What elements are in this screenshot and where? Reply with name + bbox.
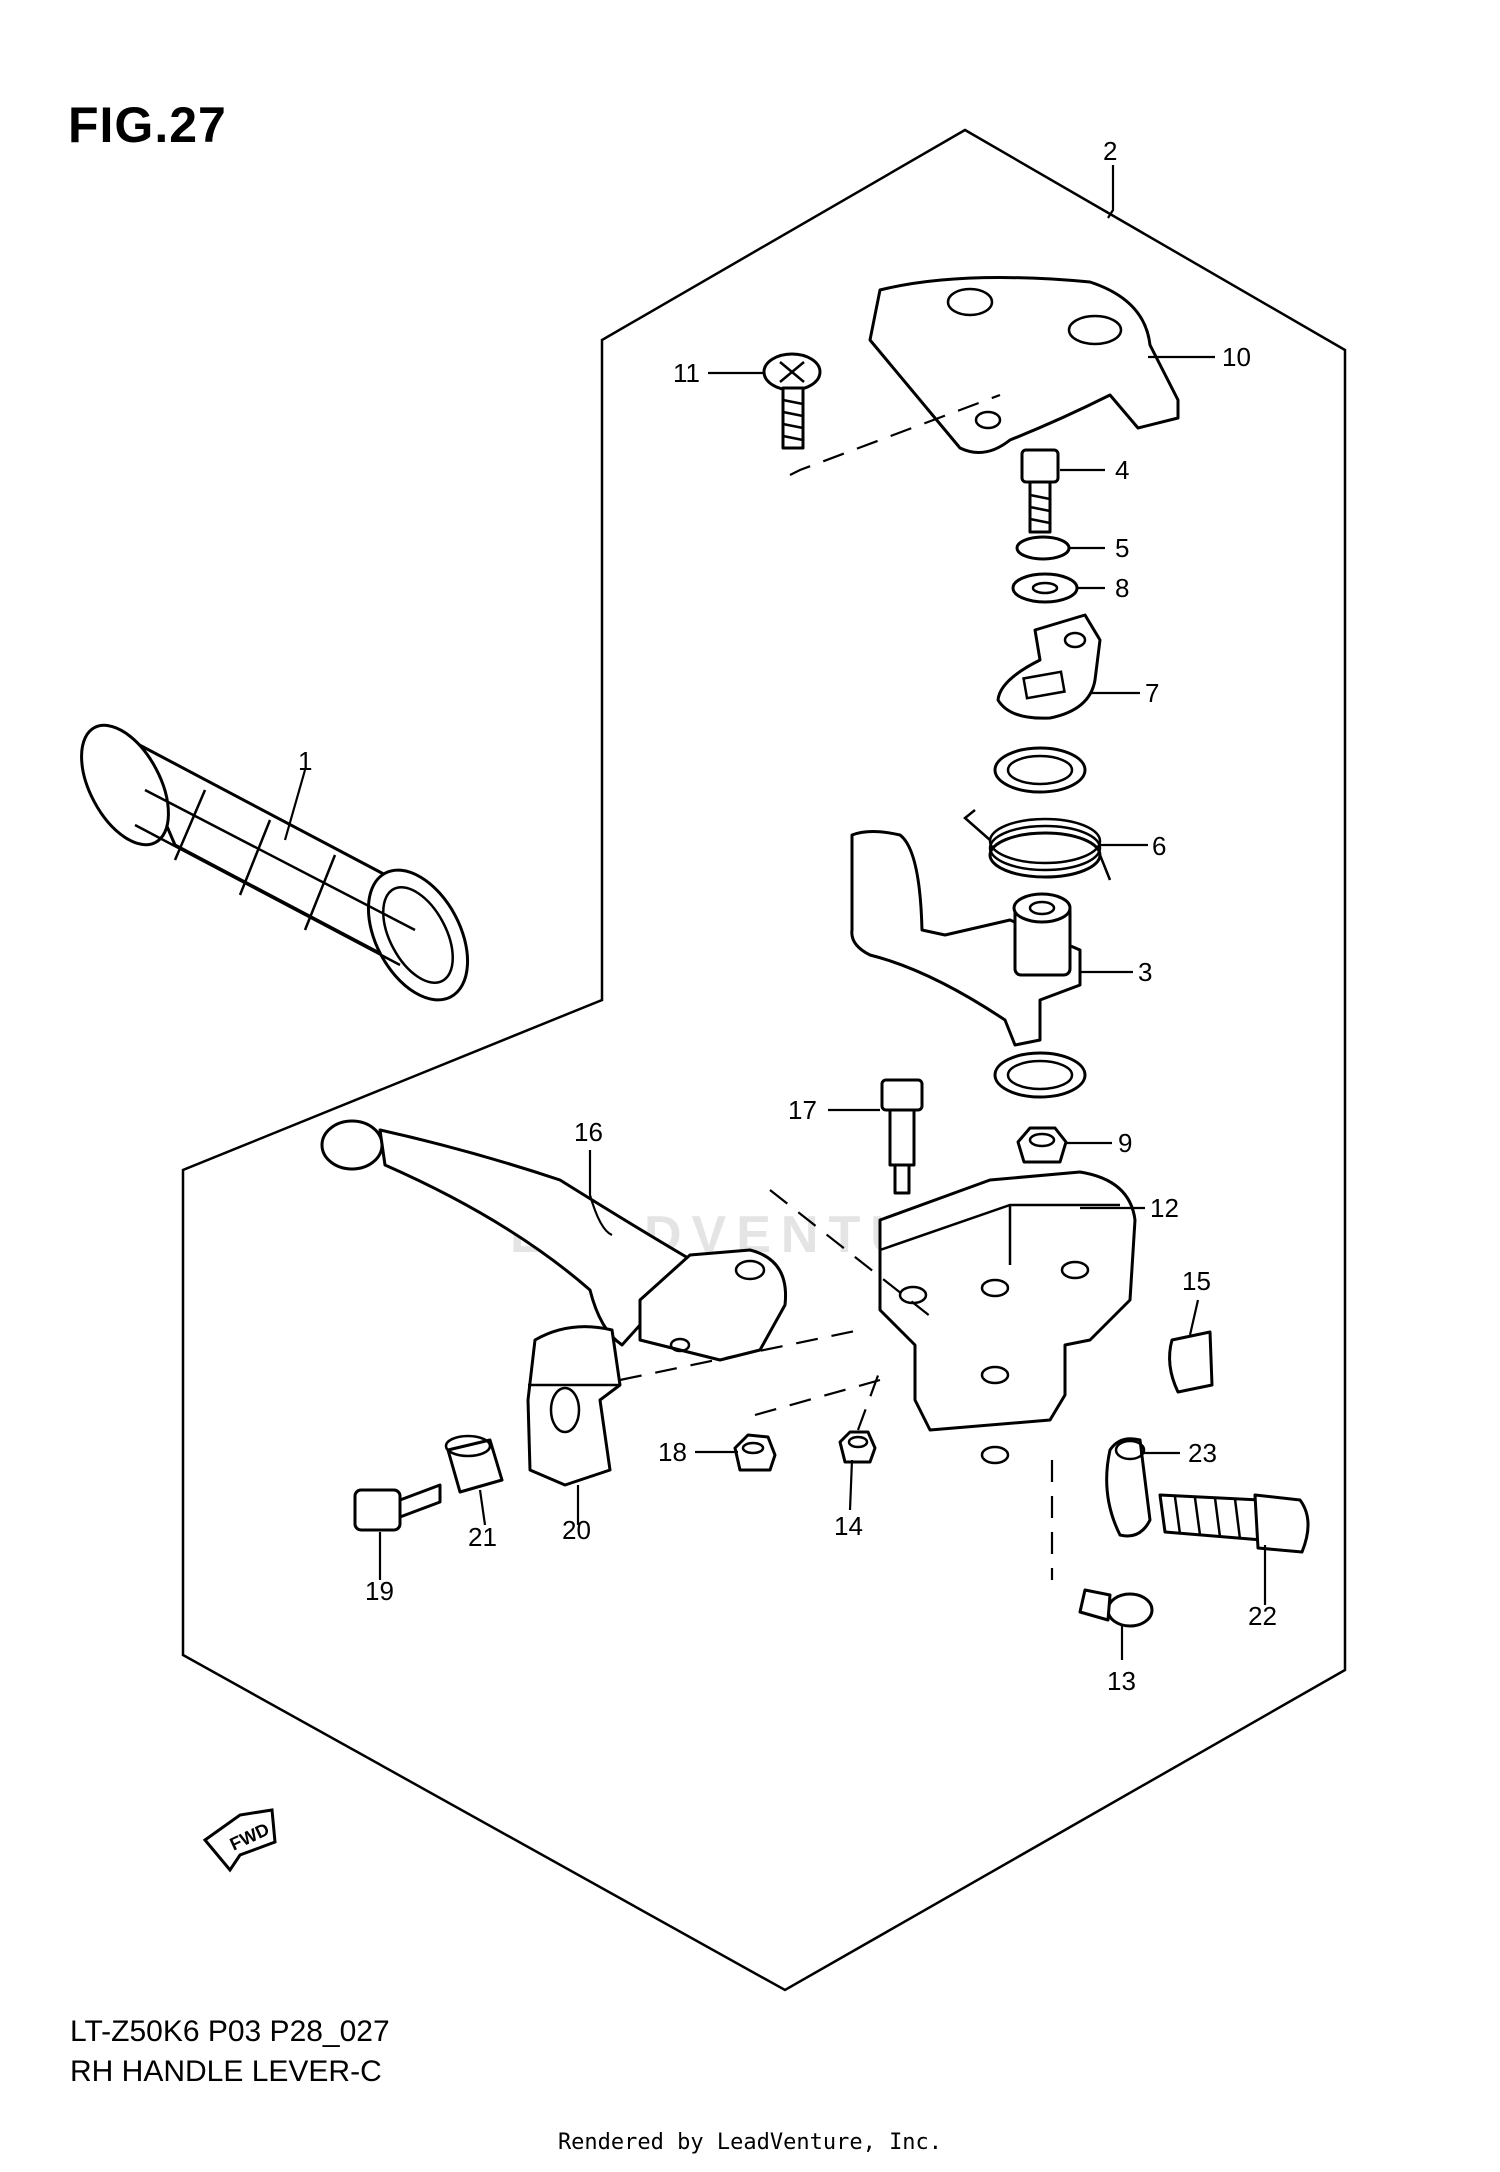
clip-part-15 bbox=[1168, 1330, 1214, 1394]
assembly-line-14 bbox=[856, 1369, 882, 1431]
assembly-boundary bbox=[181, 128, 1347, 1992]
callout-14: 14 bbox=[834, 1511, 863, 1541]
nut-part-9 bbox=[1016, 1126, 1068, 1164]
callout-12: 12 bbox=[1150, 1193, 1179, 1223]
housing-cover-part-10 bbox=[868, 276, 1180, 454]
assembly-line-11 bbox=[789, 393, 1001, 476]
leader-15 bbox=[1188, 1299, 1200, 1336]
callout-16: 16 bbox=[574, 1117, 603, 1147]
screw-part-19 bbox=[353, 1483, 442, 1532]
figure-title: FIG.27 bbox=[68, 97, 227, 153]
callout-17: 17 bbox=[788, 1095, 817, 1125]
bolt-part-17 bbox=[880, 1078, 924, 1195]
leader-16 bbox=[588, 1150, 613, 1237]
footer-model-code: LT-Z50K6 P03 P28_027 bbox=[70, 2015, 390, 2048]
screw-part-13 bbox=[1078, 1588, 1154, 1628]
fwd-arrow: FWD bbox=[202, 1808, 277, 1873]
callout-23: 23 bbox=[1188, 1438, 1217, 1468]
washer-part-8 bbox=[1011, 572, 1079, 604]
adjuster-nut-part-23 bbox=[1105, 1437, 1152, 1538]
collar-upper bbox=[993, 746, 1087, 794]
callout-9: 9 bbox=[1118, 1128, 1132, 1158]
leader-21 bbox=[478, 1489, 487, 1526]
brake-lever-part-16 bbox=[320, 1119, 788, 1362]
leader-2 bbox=[1107, 165, 1115, 219]
callout-4: 4 bbox=[1115, 455, 1129, 485]
assembly-line-18 bbox=[754, 1378, 881, 1417]
collar-lower bbox=[993, 1051, 1087, 1099]
callout-15: 15 bbox=[1182, 1266, 1211, 1296]
callout-18: 18 bbox=[658, 1437, 687, 1467]
callout-2: 2 bbox=[1103, 136, 1117, 166]
collar-part-21 bbox=[444, 1434, 504, 1494]
plate-part-7 bbox=[996, 613, 1102, 720]
throttle-lever-part-3 bbox=[850, 830, 1082, 1047]
callout-7: 7 bbox=[1145, 678, 1159, 708]
callout-19: 19 bbox=[365, 1576, 394, 1606]
callout-1: 1 bbox=[298, 746, 312, 776]
callout-13: 13 bbox=[1107, 1666, 1136, 1696]
callout-8: 8 bbox=[1115, 573, 1129, 603]
screw-part-11 bbox=[762, 352, 822, 450]
callout-3: 3 bbox=[1138, 957, 1152, 987]
nut-part-18 bbox=[733, 1433, 777, 1472]
callout-21: 21 bbox=[468, 1522, 497, 1552]
callout-22: 22 bbox=[1248, 1601, 1277, 1631]
bolt-part-4 bbox=[1020, 448, 1060, 534]
assembly-line-20 bbox=[619, 1328, 861, 1382]
nut-part-14 bbox=[838, 1430, 877, 1464]
grip-part-1 bbox=[80, 723, 470, 1002]
callout-5: 5 bbox=[1115, 533, 1129, 563]
callout-11: 11 bbox=[673, 358, 700, 388]
render-credit: Rendered by LeadVenture, Inc. bbox=[557, 2130, 943, 2155]
footer-figure-name: RH HANDLE LEVER-C bbox=[70, 2055, 382, 2088]
leader-14 bbox=[848, 1459, 854, 1511]
callout-20: 20 bbox=[562, 1515, 591, 1545]
adjuster-bolt-part-22 bbox=[1158, 1493, 1310, 1554]
callout-6: 6 bbox=[1152, 831, 1166, 861]
spring-part-6 bbox=[963, 809, 1112, 881]
lever-bracket-part-12 bbox=[878, 1170, 1137, 1465]
o-ring-part-5 bbox=[1015, 535, 1071, 561]
leader-1 bbox=[283, 769, 307, 841]
callout-10: 10 bbox=[1222, 342, 1251, 372]
clamp-part-20 bbox=[526, 1325, 622, 1487]
